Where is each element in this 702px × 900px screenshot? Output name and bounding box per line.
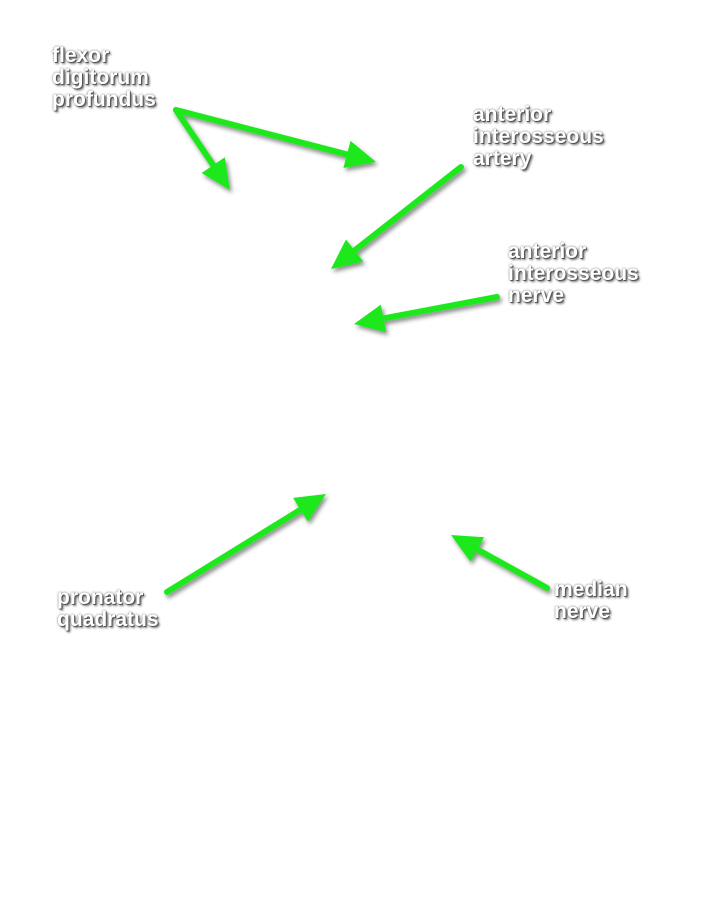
label-line: digitorum [52, 66, 149, 89]
arrow-anterior-interosseous-nerve [354, 294, 500, 333]
arrow-shaft [472, 545, 550, 591]
label-line: flexor [52, 44, 110, 67]
arrow-head [451, 535, 485, 562]
label-line: profundus [52, 88, 156, 111]
label-line: interosseous [473, 125, 604, 148]
label-median-nerve: median nerve [554, 579, 628, 623]
label-line: nerve [508, 284, 565, 307]
arrow-head [343, 140, 376, 169]
label-line: anterior [508, 240, 587, 263]
arrow-shaft [164, 505, 306, 595]
label-line: anterior [473, 103, 552, 126]
arrow-pronator-quadratus [164, 494, 326, 595]
label-line: artery [473, 147, 532, 170]
arrow-shaft [350, 164, 464, 255]
arrow-head [331, 239, 364, 269]
label-anterior-interosseous-nerve: anterior interosseous nerve [508, 241, 639, 307]
arrow-flexor-digitorum-profundus-2 [173, 107, 376, 169]
label-line: interosseous [508, 262, 639, 285]
arrow-shaft [173, 107, 352, 158]
label-line: pronator [57, 586, 144, 609]
arrow-head [354, 304, 387, 333]
arrow-median-nerve [451, 535, 550, 591]
label-line: median [554, 578, 628, 601]
arrow-head [201, 157, 230, 190]
arrow-flexor-digitorum-profundus-1 [173, 107, 230, 190]
arrow-head [293, 494, 326, 522]
arrow-shaft [173, 107, 218, 170]
label-anterior-interosseous-artery: anterior interosseous artery [473, 104, 604, 170]
label-line: quadratus [57, 608, 159, 631]
label-flexor-digitorum-profundus: flexor digitorum profundus [52, 45, 156, 111]
arrow-anterior-interosseous-artery [331, 164, 464, 269]
arrow-shaft [378, 294, 500, 322]
label-pronator-quadratus: pronator quadratus [57, 587, 159, 631]
label-line: nerve [554, 600, 611, 623]
